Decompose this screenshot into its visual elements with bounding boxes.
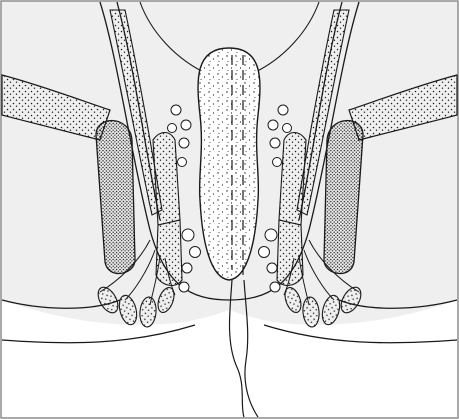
central-organ-stipple — [198, 48, 260, 280]
